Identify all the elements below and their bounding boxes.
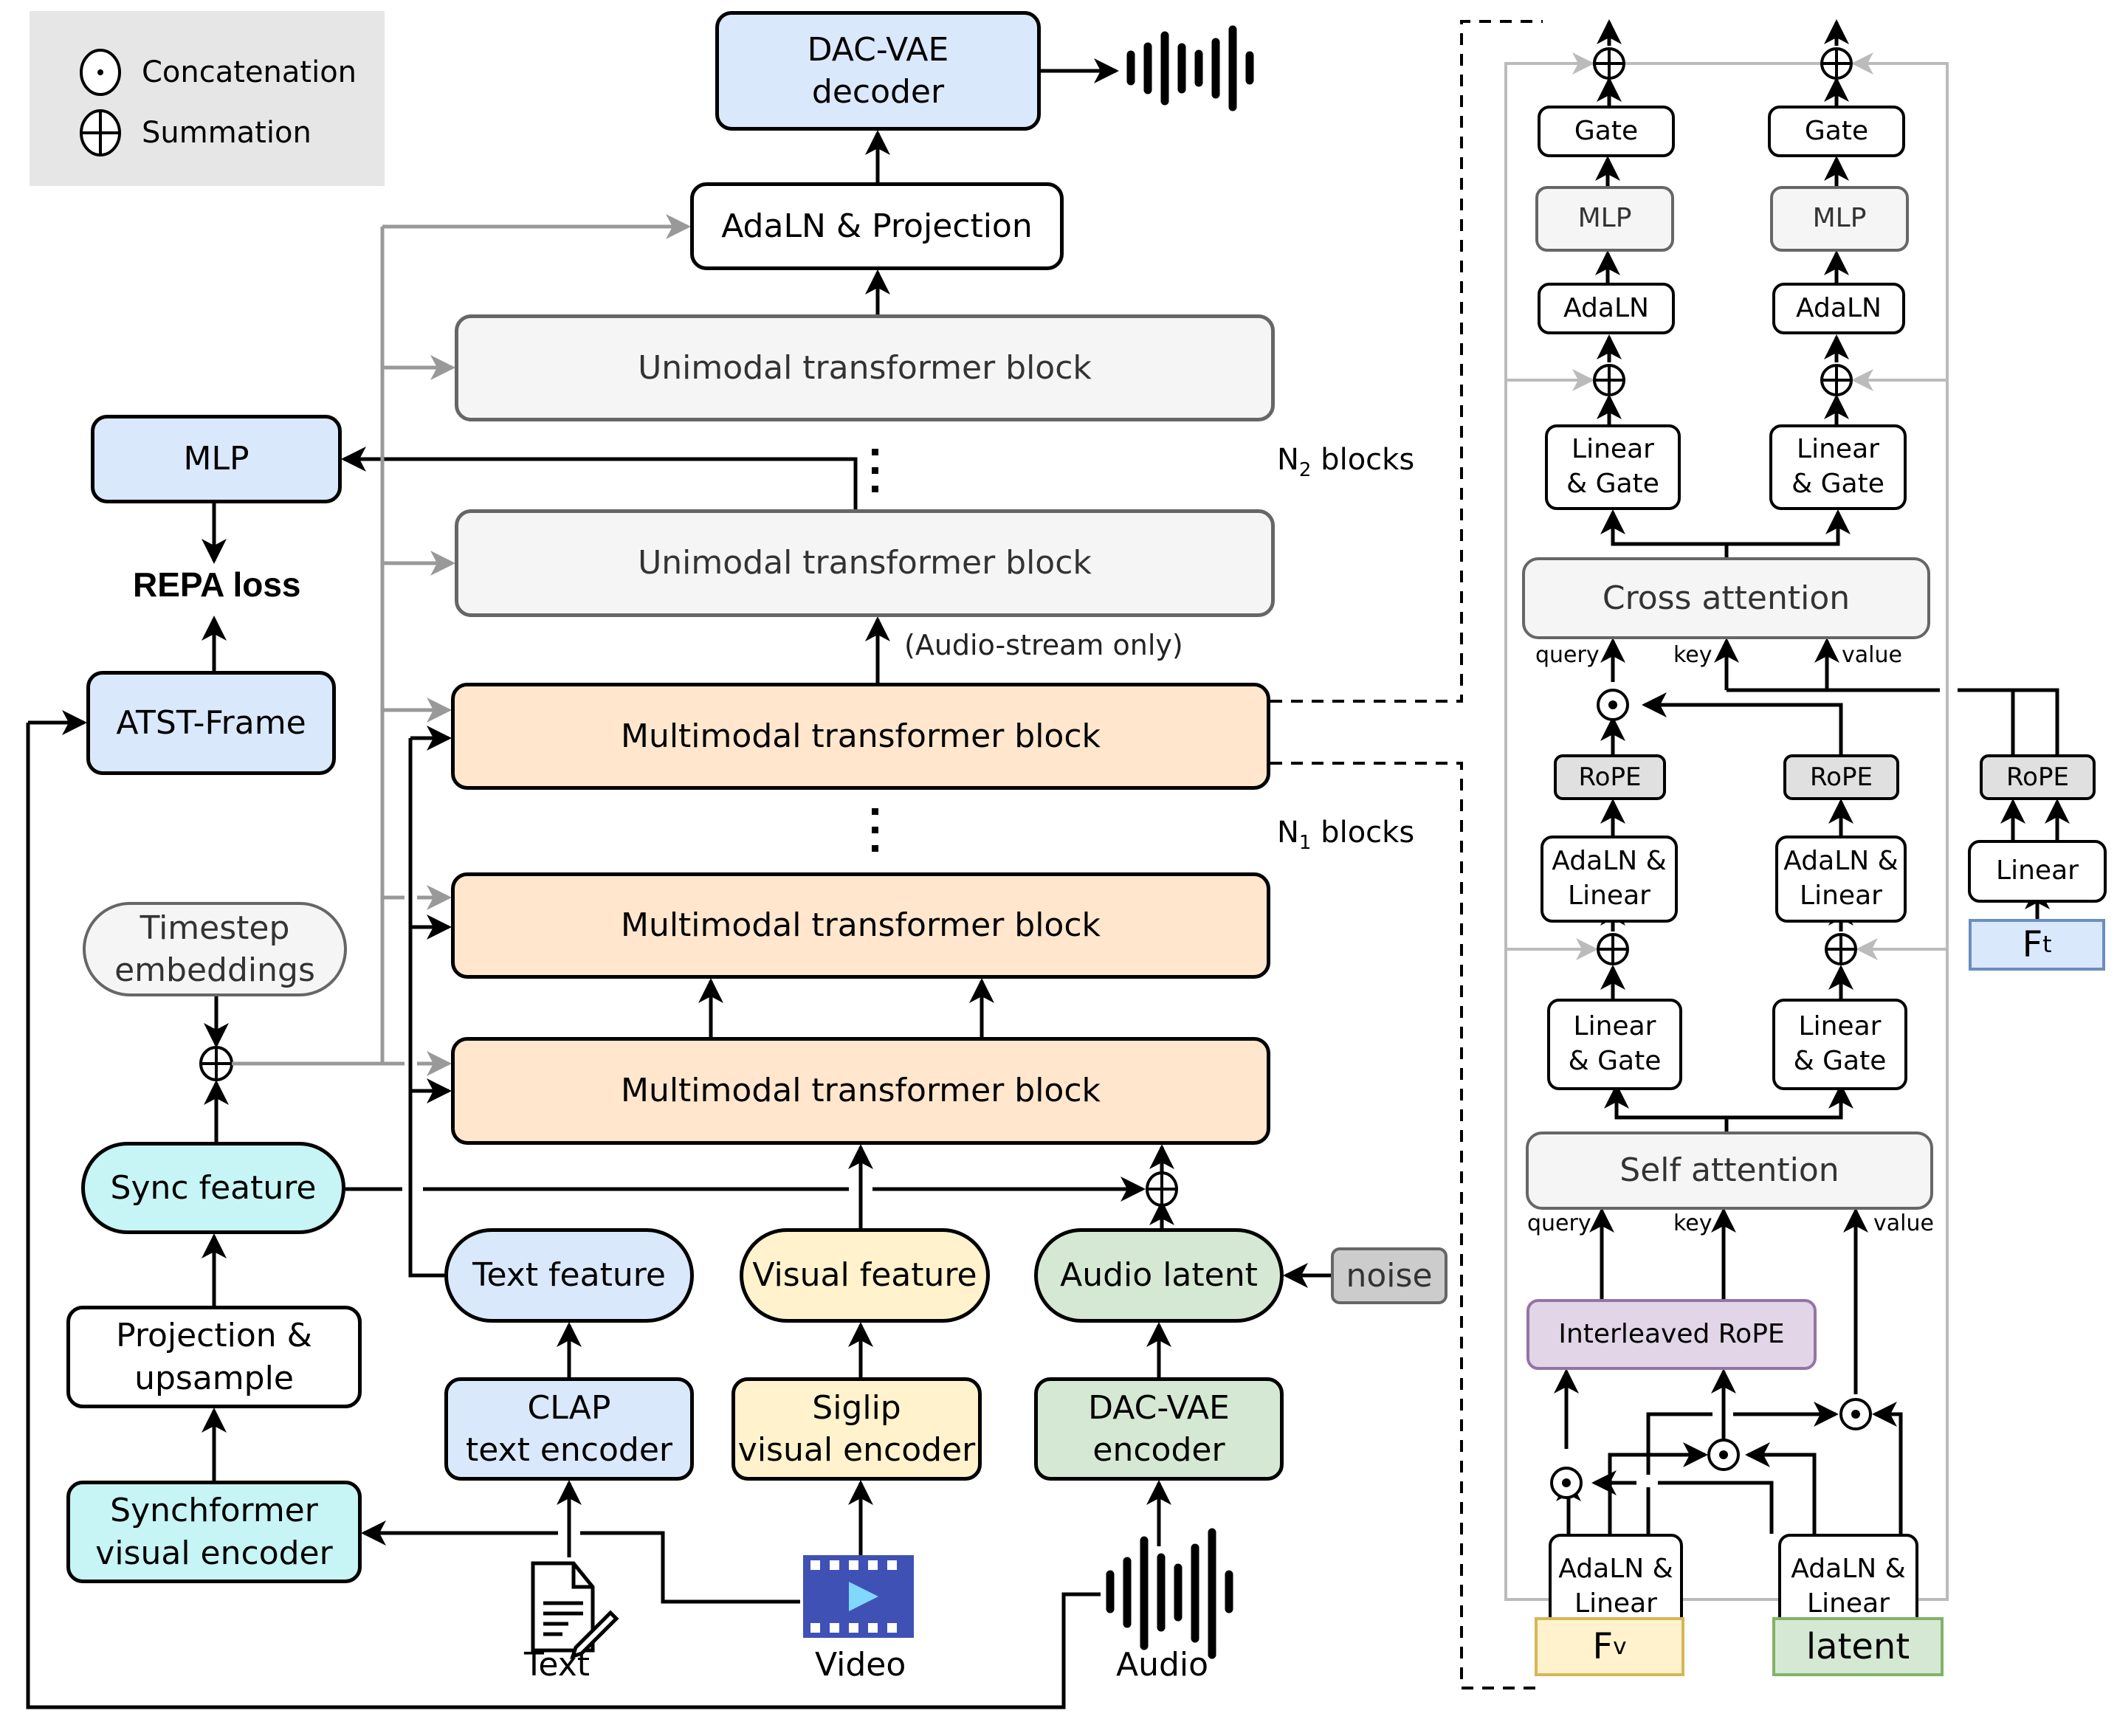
detail-self-linear-gate-left: Linear & Gate <box>1547 999 1682 1090</box>
dac-vae-decoder: DAC-VAE decoder <box>715 11 1041 131</box>
projection-upsample: Projection & upsample <box>66 1306 362 1408</box>
unimodal-block-bottom: Unimodal transformer block <box>455 509 1275 617</box>
self-attention: Self attention <box>1526 1132 1933 1210</box>
rope-right: RoPE <box>1783 754 1899 800</box>
concat-icon <box>1597 689 1629 721</box>
sync-feature: Sync feature <box>81 1142 345 1234</box>
legend-concatenation-label: Concatenation <box>142 55 357 89</box>
cross-attention: Cross attention <box>1522 557 1930 639</box>
detail-cross-linear-gate-left: Linear & Gate <box>1545 424 1681 510</box>
latent-input: latent <box>1772 1617 1944 1676</box>
multimodal-block-bottom: Multimodal transformer block <box>451 1037 1270 1145</box>
detail-concat-icons <box>1550 689 1872 1499</box>
text-document-icon <box>531 1561 619 1659</box>
timestep-sum-icon <box>199 1046 233 1081</box>
synchformer-encoder: Synchformer visual encoder <box>66 1481 362 1583</box>
audio-stream-only-label: (Audio-stream only) <box>904 629 1183 661</box>
atst-frame: ATST-Frame <box>86 671 336 775</box>
main-connectors <box>26 58 1331 1709</box>
detail-cross-linear-gate-right: Linear & Gate <box>1769 424 1907 510</box>
input-audio-waveform-icon <box>1106 1528 1233 1659</box>
n2-blocks-label: N2 blocks <box>1277 443 1415 481</box>
siglip-visual-encoder: Siglip visual encoder <box>732 1377 982 1481</box>
adaln-projection: AdaLN & Projection <box>690 182 1064 270</box>
detail-cross-adaln-linear-left: AdaLN & Linear <box>1541 836 1678 923</box>
sum-icon <box>1593 47 1625 80</box>
input-audio-label: Audio <box>1116 1646 1209 1684</box>
legend-summation: Summation <box>80 108 311 157</box>
concat-icon <box>1839 1398 1872 1430</box>
self-key-label: key <box>1673 1210 1712 1236</box>
cross-value-label: value <box>1842 642 1902 668</box>
detail-adaln-left: AdaLN <box>1538 283 1675 334</box>
concatenation-icon <box>80 49 121 96</box>
timestep-bus <box>232 214 691 1076</box>
repa-mlp: MLP <box>91 415 342 503</box>
rope-left: RoPE <box>1554 754 1666 800</box>
detail-mlp-right: MLP <box>1770 186 1909 252</box>
legend: Concatenation Summation <box>30 11 385 186</box>
audio-latent: Audio latent <box>1034 1228 1284 1323</box>
detail-connectors <box>1554 19 2070 1617</box>
visual-feature: Visual feature <box>740 1228 990 1323</box>
detail-text-linear: Linear <box>1968 840 2107 903</box>
noise: noise <box>1331 1247 1448 1304</box>
video-icon <box>803 1555 914 1638</box>
detail-mlp-left: MLP <box>1535 186 1674 252</box>
cross-key-label: key <box>1673 642 1712 668</box>
detail-gate-left: Gate <box>1538 106 1675 157</box>
detail-cross-adaln-linear-right: AdaLN & Linear <box>1775 836 1907 923</box>
sum-icon <box>1593 364 1625 396</box>
legend-concatenation: Concatenation <box>80 48 357 97</box>
n1-blocks-label: N1 blocks <box>1277 816 1415 854</box>
sum-icon <box>1820 364 1853 396</box>
multimodal-block-middle: Multimodal transformer block <box>451 872 1270 979</box>
ellipsis-dots <box>872 449 878 852</box>
repa-loss-label: REPA loss <box>133 565 301 604</box>
rope-text: RoPE <box>1980 754 2096 800</box>
cross-query-label: query <box>1535 642 1600 668</box>
interleaved-rope: Interleaved RoPE <box>1526 1299 1817 1370</box>
dac-vae-encoder: DAC-VAE encoder <box>1034 1377 1284 1481</box>
summation-icon <box>80 109 121 156</box>
timestep-embeddings: Timestep embeddings <box>83 902 347 996</box>
detail-sum-icons <box>1593 47 1857 965</box>
multimodal-block-top: Multimodal transformer block <box>451 683 1270 790</box>
sum-icon <box>1597 933 1629 965</box>
sum-icon <box>1825 933 1857 965</box>
concat-icon <box>1550 1467 1583 1499</box>
unimodal-block-top: Unimodal transformer block <box>455 314 1275 421</box>
sum-icon <box>1820 47 1853 80</box>
concat-icon <box>1707 1439 1740 1471</box>
zoom-dashes <box>1270 20 1543 1690</box>
legend-summation-label: Summation <box>142 116 311 150</box>
self-query-label: query <box>1527 1210 1591 1236</box>
detail-gate-right: Gate <box>1768 106 1905 157</box>
detail-self-linear-gate-right: Linear & Gate <box>1772 999 1907 1090</box>
detail-residuals <box>1506 52 1947 1617</box>
detail-panel-frame <box>1504 62 1949 1601</box>
input-text-label: Text <box>524 1646 590 1684</box>
input-video-label: Video <box>815 1646 906 1684</box>
text-feature: Text feature <box>444 1228 694 1323</box>
detail-adaln-right: AdaLN <box>1772 283 1905 334</box>
output-waveform-icon <box>1126 25 1254 111</box>
clap-text-encoder: CLAP text encoder <box>444 1377 694 1481</box>
self-value-label: value <box>1873 1210 1934 1236</box>
audio-sum-icon <box>1146 1171 1178 1207</box>
